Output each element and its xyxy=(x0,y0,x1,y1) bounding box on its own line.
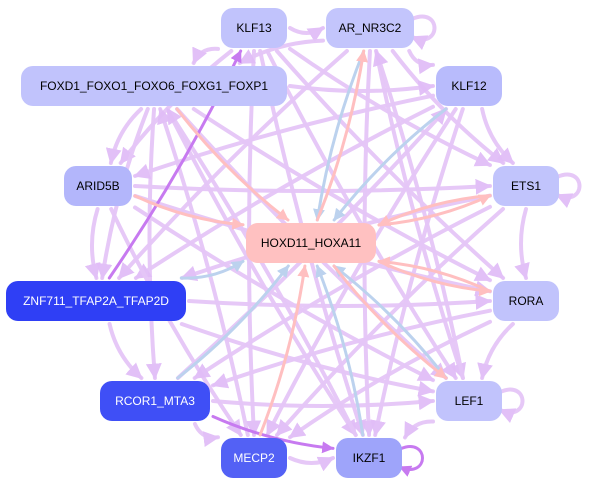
edge-ar_nr3c2-to-znf711 xyxy=(117,49,349,280)
edge-klf13-to-ar_nr3c2 xyxy=(288,26,325,43)
edge-arid5b-to-hoxd11_hoxa11 xyxy=(133,194,245,230)
edge-rora-to-mecp2 xyxy=(288,319,492,440)
edge-foxd1-to-rcor1_mta3 xyxy=(145,107,162,380)
edge-rora-to-rcor1_mta3 xyxy=(211,308,492,389)
edge-ikzf1-to-foxd1 xyxy=(165,107,358,437)
node-label: RORA xyxy=(509,294,544,308)
edge-arid5b-to-mecp2 xyxy=(109,207,243,437)
node-mecp2[interactable]: MECP2 xyxy=(221,438,287,478)
edge-hoxd11_hoxa11-to-lef1 xyxy=(332,264,448,380)
node-foxd1[interactable]: FOXD1_FOXO1_FOXO6_FOXG1_FOXP1 xyxy=(21,66,287,106)
node-klf12[interactable]: KLF12 xyxy=(436,66,502,106)
node-ar-nr3c2[interactable]: AR_NR3C2 xyxy=(326,8,414,48)
node-label: ARID5B xyxy=(76,179,119,193)
node-box xyxy=(246,223,376,263)
node-label: LEF1 xyxy=(455,394,484,408)
edge-layer xyxy=(84,14,582,477)
node-ets1[interactable]: ETS1 xyxy=(493,166,559,206)
edge-rcor1_mta3-to-hoxd11_hoxa11 xyxy=(176,264,290,380)
node-box xyxy=(436,381,502,421)
edge-znf711-to-lef1 xyxy=(179,322,435,397)
edge-ar_nr3c2-to-ar_nr3c2 xyxy=(410,14,437,51)
edge-mecp2-to-hoxd11_hoxa11 xyxy=(258,264,310,437)
edge-ar_nr3c2-to-hoxd11_hoxa11 xyxy=(313,49,366,222)
node-box xyxy=(100,381,210,421)
edge-rcor1_mta3-to-lef1 xyxy=(211,394,435,411)
edge-arid5b-to-znf711 xyxy=(84,207,101,280)
node-hoxd11-hoxa11[interactable]: HOXD11_HOXA11 xyxy=(246,223,376,263)
node-label: ETS1 xyxy=(511,179,541,193)
edge-rora-to-lef1 xyxy=(477,322,515,380)
edge-ikzf1-to-ikzf1 xyxy=(398,445,424,477)
edge-klf13-to-foxd1 xyxy=(191,46,220,65)
edge-klf12-to-znf711 xyxy=(133,104,435,280)
node-rora[interactable]: RORA xyxy=(493,281,559,321)
edge-ets1-to-rora xyxy=(514,207,530,280)
node-box xyxy=(221,8,287,48)
edge-rcor1_mta3-to-mecp2 xyxy=(192,422,220,447)
node-label: MECP2 xyxy=(233,451,275,465)
node-label: AR_NR3C2 xyxy=(339,21,402,35)
edge-ets1-to-rcor1_mta3 xyxy=(192,204,492,380)
edge-lef1-to-ar_nr3c2 xyxy=(373,49,465,380)
edge-klf12-to-mecp2 xyxy=(265,107,458,437)
edge-foxd1-to-hoxd11_hoxa11 xyxy=(175,107,290,222)
edge-znf711-to-hoxd11_hoxa11 xyxy=(179,259,245,280)
node-box xyxy=(493,166,559,206)
edge-znf711-to-rcor1_mta3 xyxy=(107,322,144,380)
node-label: ZNF711_TFAP2A_TFAP2D xyxy=(23,294,169,308)
node-label: FOXD1_FOXO1_FOXO6_FOXG1_FOXP1 xyxy=(40,79,268,93)
node-klf13[interactable]: KLF13 xyxy=(221,8,287,48)
edge-foxd1-to-ikzf1 xyxy=(165,107,358,437)
node-label: HOXD11_HOXA11 xyxy=(261,236,362,250)
edge-arid5b-to-ets1 xyxy=(133,178,492,195)
edge-ar_nr3c2-to-klf12 xyxy=(407,49,435,75)
node-box xyxy=(21,66,287,106)
node-label: IKZF1 xyxy=(353,451,386,465)
node-label: KLF13 xyxy=(236,21,272,35)
edge-hoxd11_hoxa11-to-ar_nr3c2 xyxy=(315,49,368,222)
edge-ar_nr3c2-to-foxd1 xyxy=(237,38,325,65)
edge-klf12-to-ets1 xyxy=(480,107,515,165)
edge-klf13-to-rora xyxy=(274,49,506,280)
node-box xyxy=(64,166,132,206)
edge-ets1-to-ets1 xyxy=(555,172,582,209)
edge-klf13-to-lef1 xyxy=(265,49,458,380)
node-box xyxy=(436,66,502,106)
edge-hoxd11_hoxa11-to-rora xyxy=(377,259,492,297)
node-box xyxy=(493,281,559,321)
node-box xyxy=(6,281,186,321)
node-label: KLF12 xyxy=(451,79,487,93)
node-lef1[interactable]: LEF1 xyxy=(436,381,502,421)
node-rcor1-mta3[interactable]: RCOR1_MTA3 xyxy=(100,381,210,421)
node-znf711[interactable]: ZNF711_TFAP2A_TFAP2D xyxy=(6,281,186,321)
node-ikzf1[interactable]: IKZF1 xyxy=(336,438,402,478)
edge-lef1-to-ikzf1 xyxy=(403,419,435,440)
node-box xyxy=(336,438,402,478)
edge-lef1-to-lef1 xyxy=(498,387,525,424)
edge-klf12-to-ikzf1 xyxy=(370,107,465,437)
node-layer: KLF13 AR_NR3C2FOXD1_FOXO1_FOXO6_FOXG1_FOX… xyxy=(6,8,559,478)
edge-hoxd11_hoxa11-to-ets1 xyxy=(377,194,492,227)
edge-ikzf1-to-hoxd11_hoxa11 xyxy=(315,264,365,437)
node-arid5b[interactable]: ARID5B xyxy=(64,166,132,206)
edge-lef1-to-hoxd11_hoxa11 xyxy=(332,264,448,380)
edge-foxd1-to-klf12 xyxy=(288,80,435,96)
node-box xyxy=(326,8,414,48)
edge-mecp2-to-ikzf1 xyxy=(288,456,335,472)
edge-klf12-to-hoxd11_hoxa11 xyxy=(332,107,448,222)
node-box xyxy=(221,438,287,478)
edge-znf711-to-rora xyxy=(187,293,492,310)
edge-ar_nr3c2-to-lef1 xyxy=(374,49,466,380)
node-label: RCOR1_MTA3 xyxy=(115,394,195,408)
edge-foxd1-to-arid5b xyxy=(105,107,144,165)
edge-rcor1_mta3-to-ikzf1 xyxy=(211,414,335,454)
edge-mecp2-to-foxd1 xyxy=(157,107,250,437)
